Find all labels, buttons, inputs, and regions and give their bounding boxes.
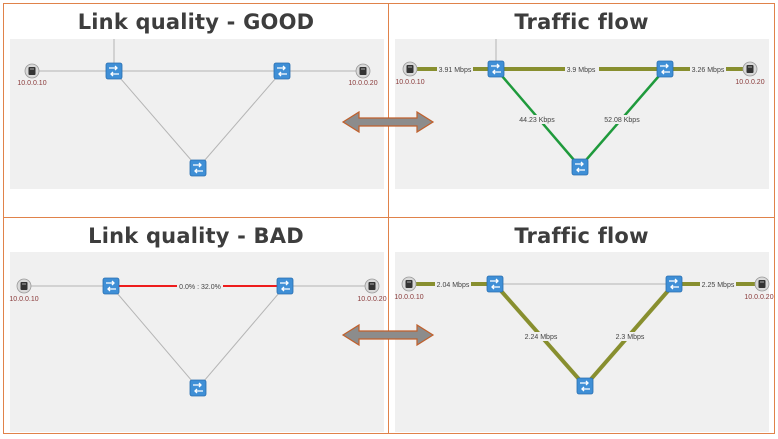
link-right-diag[interactable] bbox=[197, 285, 286, 389]
switch-icon[interactable] bbox=[105, 62, 123, 80]
topology-panel: 0.0% : 32.0% 10.0.0.10 10.0.0.20 bbox=[9, 252, 387, 432]
host-icon[interactable] bbox=[24, 63, 40, 79]
host-label-right: 10.0.0.20 bbox=[744, 294, 773, 301]
topology-panel: 3.91 Mbps 3.9 Mbps 3.26 Mbps 44.23 Kbps … bbox=[395, 39, 769, 189]
quadrant-bad-traffic: Traffic flow 2.04 Mbps 2.25 Mbps 2.24 Mb… bbox=[388, 217, 775, 434]
host-label-left: 10.0.0.10 bbox=[9, 296, 38, 303]
topology-panel: 2.04 Mbps 2.25 Mbps 2.24 Mbps 2.3 Mbps 1… bbox=[394, 252, 774, 432]
link-label: 3.26 Mbps bbox=[692, 67, 725, 74]
link-label: 3.91 Mbps bbox=[439, 67, 472, 74]
switch-icon[interactable] bbox=[571, 158, 589, 176]
quadrant-title: Link quality - GOOD bbox=[77, 10, 315, 34]
link-label: 2.3 Mbps bbox=[616, 334, 645, 341]
host-label-right: 10.0.0.20 bbox=[735, 79, 764, 86]
host-icon[interactable] bbox=[364, 278, 380, 294]
quadrant-title: Link quality - BAD bbox=[88, 224, 304, 248]
host-icon[interactable] bbox=[742, 61, 758, 77]
switch-icon[interactable] bbox=[189, 159, 207, 177]
switch-icon[interactable] bbox=[102, 277, 120, 295]
quadrant-title: Traffic flow bbox=[514, 10, 649, 34]
link-left-diag[interactable] bbox=[110, 285, 199, 389]
host-icon[interactable] bbox=[754, 276, 770, 292]
host-label-right: 10.0.0.20 bbox=[357, 296, 386, 303]
host-icon[interactable] bbox=[16, 278, 32, 294]
quadrant-bad-quality: Link quality - BAD 0.0% : 32.0% 10.0.0.1… bbox=[3, 217, 389, 434]
host-icon[interactable] bbox=[355, 63, 371, 79]
topology-graph: 0.0% : 32.0% 10.0.0.10 10.0.0.20 bbox=[9, 277, 387, 397]
host-label-left: 10.0.0.10 bbox=[395, 79, 424, 86]
switch-icon[interactable] bbox=[656, 60, 674, 78]
switch-icon[interactable] bbox=[487, 60, 505, 78]
host-label-right: 10.0.0.20 bbox=[348, 80, 377, 87]
quadrant-good-quality: Link quality - GOOD 10.0.0.10 10.0.0.20 bbox=[3, 3, 389, 218]
link-label: 2.25 Mbps bbox=[702, 282, 735, 289]
link-label: 2.04 Mbps bbox=[437, 282, 470, 289]
switch-icon[interactable] bbox=[486, 275, 504, 293]
link-label: 0.0% : 32.0% bbox=[179, 284, 221, 291]
switch-icon[interactable] bbox=[665, 275, 683, 293]
host-icon[interactable] bbox=[401, 276, 417, 292]
topology-graph: 3.91 Mbps 3.9 Mbps 3.26 Mbps 44.23 Kbps … bbox=[395, 39, 765, 176]
switch-icon[interactable] bbox=[273, 62, 291, 80]
link-label: 52.08 Kbps bbox=[604, 117, 640, 124]
switch-icon[interactable] bbox=[276, 277, 294, 295]
topology-graph: 2.04 Mbps 2.25 Mbps 2.24 Mbps 2.3 Mbps 1… bbox=[394, 275, 774, 395]
link-label: 3.9 Mbps bbox=[567, 67, 596, 74]
switch-icon[interactable] bbox=[576, 377, 594, 395]
link-label: 2.24 Mbps bbox=[525, 334, 558, 341]
host-label-left: 10.0.0.10 bbox=[394, 294, 423, 301]
topology-panel: 10.0.0.10 10.0.0.20 bbox=[10, 39, 384, 189]
quadrant-title: Traffic flow bbox=[514, 224, 649, 248]
switch-icon[interactable] bbox=[189, 379, 207, 397]
host-label-left: 10.0.0.10 bbox=[17, 80, 46, 87]
link-left-diag[interactable] bbox=[113, 70, 199, 169]
link-label: 44.23 Kbps bbox=[519, 117, 555, 124]
double-arrow-icon bbox=[342, 111, 434, 133]
link-right-diag[interactable] bbox=[197, 70, 283, 169]
topology-graph: 10.0.0.10 10.0.0.20 bbox=[17, 39, 378, 177]
quadrant-good-traffic: Traffic flow 3.91 Mbps 3.9 Mbps 3.26 Mbp… bbox=[388, 3, 775, 218]
double-arrow-icon bbox=[342, 324, 434, 346]
host-icon[interactable] bbox=[402, 61, 418, 77]
